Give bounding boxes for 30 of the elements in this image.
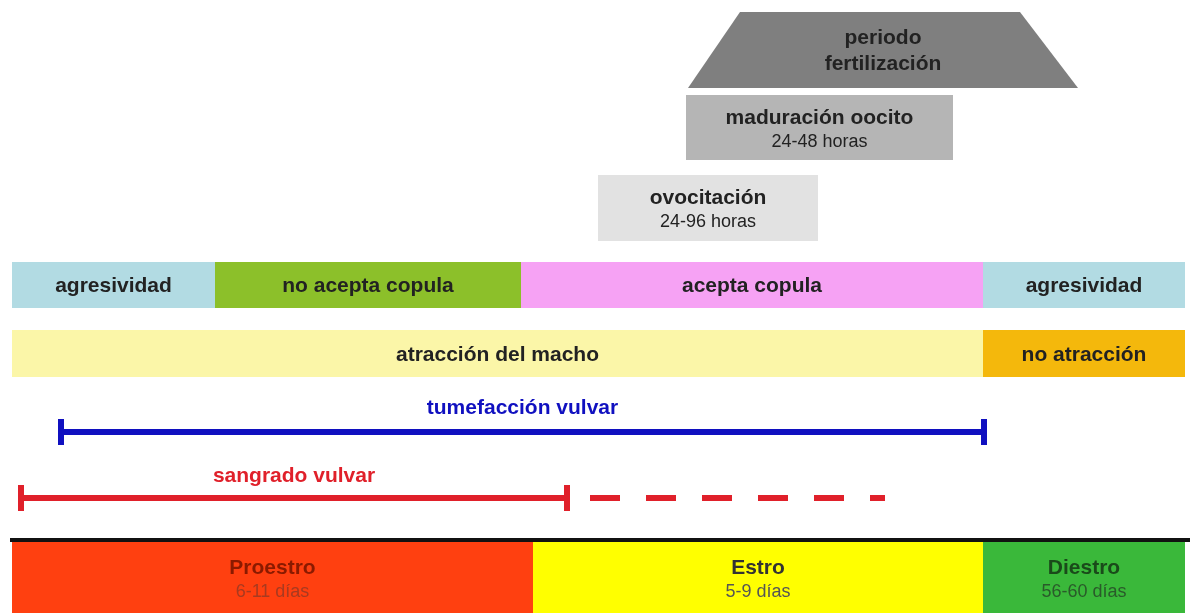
stage-box	[598, 175, 818, 241]
attraction-bar	[12, 330, 983, 377]
box-label: agresividad	[1025, 272, 1143, 298]
phase-bar	[983, 542, 1185, 613]
box-label: acepta copula	[681, 272, 823, 298]
bar-label: sangrado vulvar	[211, 462, 377, 488]
behavior-bar	[983, 262, 1185, 308]
box-label: Proestro	[229, 553, 316, 580]
box-label: no atracción	[1021, 340, 1147, 367]
behavior-bar	[521, 262, 983, 308]
attraction-bar	[983, 330, 1185, 377]
box-label: Estro	[731, 553, 785, 580]
phase-bar	[12, 542, 533, 613]
behavior-bar	[12, 262, 215, 308]
box-label: maduración oocito	[725, 103, 914, 130]
duration-label: 5-9 días	[725, 579, 791, 602]
bar-label: tumefacción vulvar	[425, 394, 620, 420]
box-label: ovocitación	[649, 184, 767, 210]
box-label: periodo fertilización	[823, 24, 943, 76]
box-label: Diestro	[1047, 553, 1121, 580]
duration-label: 56-60 días	[1041, 579, 1127, 602]
phase-bar	[533, 542, 983, 613]
duration-label: 24-96 horas	[659, 210, 757, 232]
stage-box	[686, 95, 953, 160]
box-label: no acepta copula	[282, 272, 454, 298]
box-label: agresividad	[55, 272, 172, 298]
duration-label: 6-11 días	[235, 579, 310, 602]
box-label: atracción del macho	[395, 340, 600, 367]
behavior-bar	[215, 262, 521, 308]
duration-label: 24-48 horas	[771, 129, 868, 152]
